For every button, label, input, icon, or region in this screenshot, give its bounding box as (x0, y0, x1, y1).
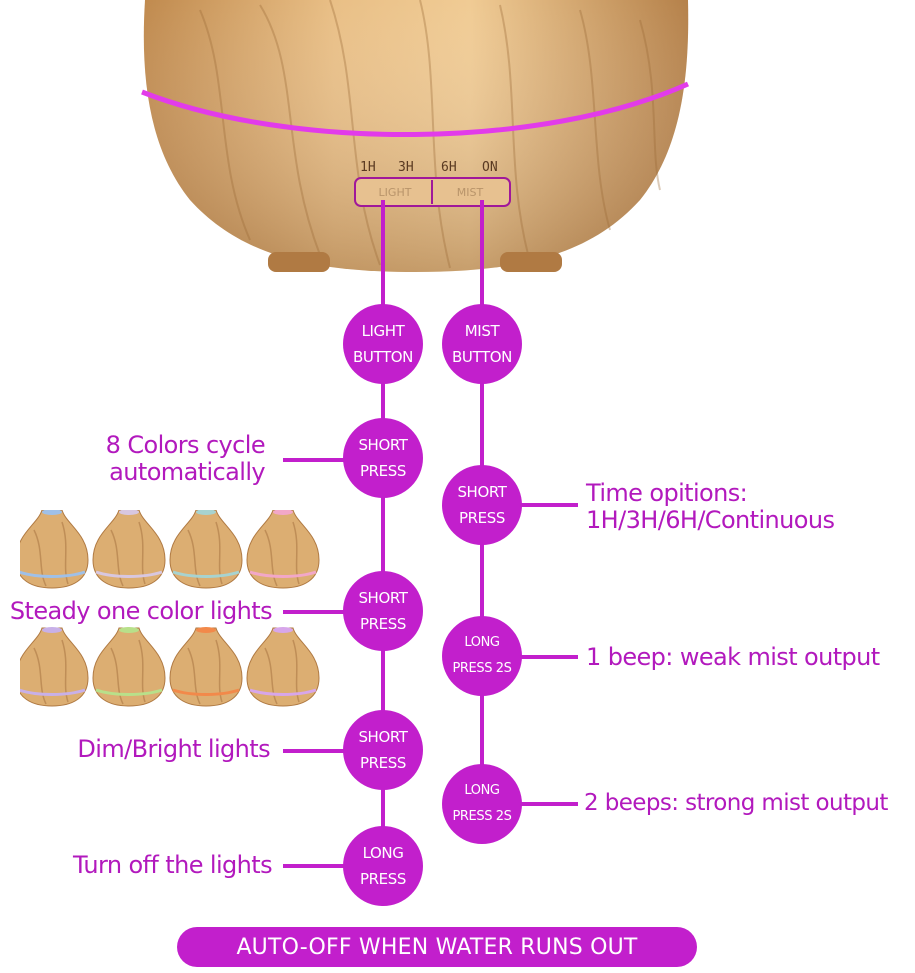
light-step-2-label-line-1: Steady one color lights (9, 597, 273, 625)
light-step-1-label: 8 Colors cycle automatically (105, 431, 266, 486)
color-thumbnails (15, 509, 330, 710)
light-step-2-label: Steady one color lights (9, 597, 273, 625)
mist-step-3-label: 2 beeps: strong mist output (584, 790, 888, 817)
light-step-4-label: Turn off the lights (72, 851, 273, 879)
led-ring (141, 81, 690, 137)
timer-label-1h: 1H (360, 160, 376, 175)
light-step-4-line-2: PRESS (360, 870, 406, 888)
light-step-1-line-2: PRESS (360, 462, 406, 480)
mist-button-node: MIST BUTTON (442, 304, 522, 384)
light-button-line-1: LIGHT (361, 322, 405, 340)
mist-step-2-label: 1 beep: weak mist output (586, 644, 880, 671)
mist-step-3-node: LONG PRESS 2S (442, 764, 522, 844)
light-step-3-node: SHORT PRESS (343, 710, 423, 790)
light-step-1-label-line-2: automatically (109, 458, 265, 486)
mist-step-1-line-1: SHORT (457, 483, 507, 501)
wood-grain (199, 0, 661, 269)
light-step-4-node: LONG PRESS (343, 826, 423, 906)
thumbnail-diffuser (169, 627, 243, 707)
light-button-node: LIGHT BUTTON (343, 304, 423, 384)
light-step-1-label-line-1: 8 Colors cycle (105, 431, 266, 459)
mist-step-3-line-1: LONG (464, 783, 500, 798)
panel-mist-key: MIST (456, 185, 484, 199)
mist-step-2-line-1: LONG (464, 635, 500, 650)
panel-light-key: LIGHT (378, 185, 412, 199)
diffuser-foot-left (268, 252, 330, 272)
mist-step-1-node: SHORT PRESS (442, 465, 522, 545)
mist-step-2-line-2: PRESS 2S (452, 661, 512, 676)
auto-off-banner: AUTO-OFF WHEN WATER RUNS OUT (177, 927, 697, 967)
light-step-4-label-line-1: Turn off the lights (72, 851, 273, 879)
timer-label-6h: 6H (441, 160, 457, 175)
light-step-1-node: SHORT PRESS (343, 418, 423, 498)
diffuser-device-illustration (141, 0, 690, 290)
mist-step-1-line-2: PRESS (459, 509, 505, 527)
light-step-2-line-2: PRESS (360, 615, 406, 633)
mist-step-2-label-line-1: 1 beep: weak mist output (586, 643, 880, 671)
mist-step-2-node: LONG PRESS 2S (442, 616, 522, 696)
light-step-4-line-1: LONG (362, 844, 404, 862)
light-step-3-line-2: PRESS (360, 754, 406, 772)
thumbnail-diffuser (92, 627, 166, 707)
thumbnail-diffuser (92, 509, 166, 589)
diffuser-foot-right (500, 252, 562, 272)
thumbnail-diffuser (15, 509, 89, 589)
thumbnail-diffuser (15, 627, 89, 707)
light-step-2-node: SHORT PRESS (343, 571, 423, 651)
mist-step-1-label: Time opitions: 1H/3H/6H/Continuous (586, 479, 835, 534)
light-step-1-line-1: SHORT (358, 436, 408, 454)
light-step-3-label: Dim/Bright lights (77, 736, 270, 763)
thumbnail-diffuser (246, 509, 320, 589)
mist-step-1-label-line-1: Time opitions: (586, 479, 748, 507)
thumbnail-grid (15, 509, 320, 707)
mist-button-line-1: MIST (464, 322, 500, 340)
timer-label-3h: 3H (398, 160, 414, 175)
timer-label-on: ON (482, 160, 498, 175)
mist-step-1-label-line-2: 1H/3H/6H/Continuous (586, 506, 835, 534)
light-step-2-line-1: SHORT (358, 589, 408, 607)
thumbnail-diffuser (169, 509, 243, 589)
light-step-3-line-1: SHORT (358, 728, 408, 746)
mist-step-3-line-2: PRESS 2S (452, 809, 512, 824)
light-step-3-label-line-1: Dim/Bright lights (77, 735, 270, 763)
mist-button-line-2: BUTTON (452, 348, 512, 366)
mist-step-3-label-line-1: 2 beeps: strong mist output (584, 790, 888, 816)
thumbnail-diffuser (246, 627, 320, 707)
light-button-line-2: BUTTON (353, 348, 413, 366)
